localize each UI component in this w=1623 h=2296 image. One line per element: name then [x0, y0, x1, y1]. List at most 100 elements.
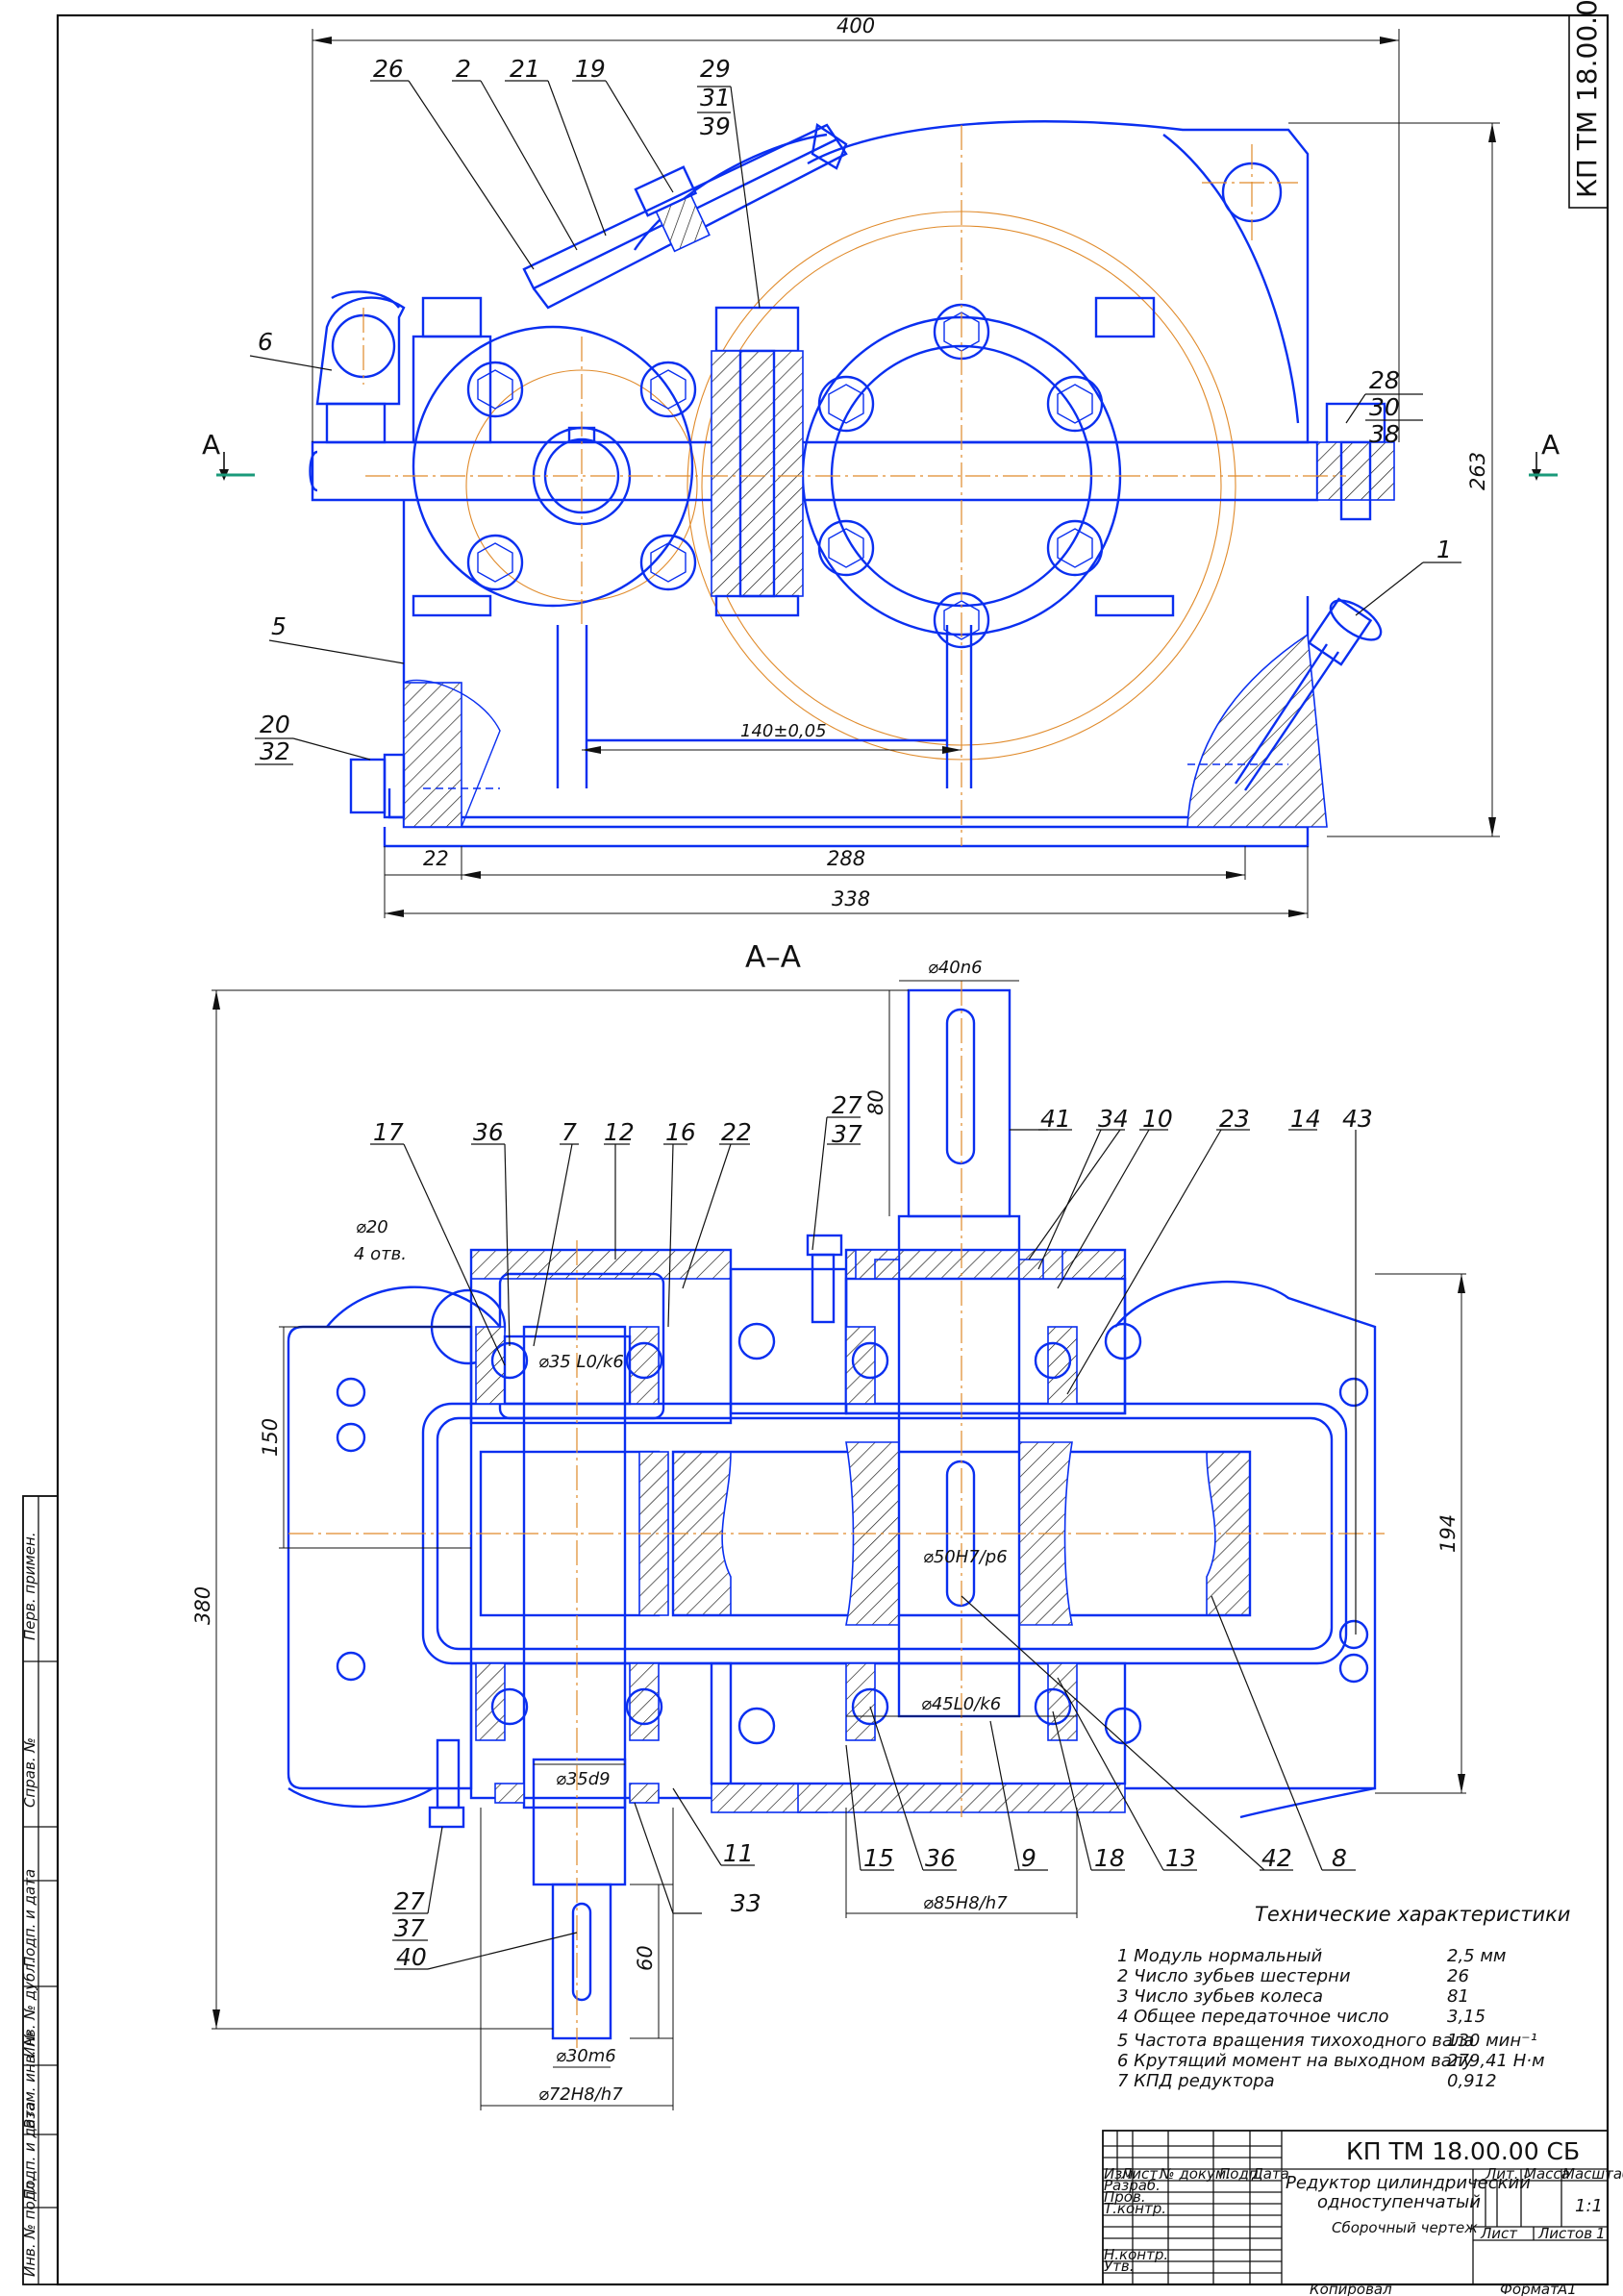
title-format: Формат [1500, 2281, 1560, 2296]
callout-43: 43 [1342, 1105, 1373, 1133]
section-title: A–A [745, 940, 801, 975]
side-strip-2: Справ. № [21, 1737, 38, 1808]
callout-9: 9 [1021, 1844, 1036, 1872]
callout-37-top: 37 [832, 1120, 862, 1148]
tech-row-7-value: 0,912 [1447, 2071, 1497, 2091]
tech-title: Технические характеристики [1255, 1903, 1570, 1926]
callout-18: 18 [1094, 1844, 1125, 1872]
tech-row-1-value: 2,5 мм [1447, 1946, 1507, 1966]
front-view [309, 120, 1395, 848]
callout-38: 38 [1369, 420, 1400, 448]
tech-row-2-value: 26 [1447, 1966, 1469, 1986]
callout-33: 33 [731, 1889, 762, 1917]
dim-phi35d9: ⌀35d9 [556, 1769, 611, 1789]
callout-36-top: 36 [473, 1118, 504, 1146]
callout-29: 29 [700, 55, 731, 83]
dim-phi72: ⌀72H8/h7 [538, 2084, 623, 2105]
callout-31: 31 [700, 84, 731, 112]
section-view-dimensions [212, 980, 1466, 2110]
section-mark-right: A [1541, 429, 1560, 461]
dim-phi20: ⌀20 [356, 1217, 388, 1237]
callout-39: 39 [700, 112, 731, 140]
tech-row-3-value: 81 [1447, 1986, 1469, 2007]
dim-phi30: ⌀30m6 [556, 2046, 616, 2066]
front-view-leaders [249, 80, 1461, 765]
dim-phi35: ⌀35 L0/k6 [538, 1352, 624, 1372]
callout-5: 5 [271, 612, 287, 640]
tech-row-2-label: 2 Число зубьев шестерни [1117, 1966, 1351, 1986]
title-sheets-value: 1 [1596, 2225, 1606, 2242]
title-row-prov: Пров. [1104, 2188, 1146, 2206]
callout-6: 6 [258, 328, 273, 356]
title-col-podp: Подп. [1219, 2165, 1262, 2183]
side-strip-5: Взам. инв. № [21, 2031, 38, 2129]
callout-32: 32 [260, 737, 290, 765]
section-mark-left: A [202, 429, 220, 461]
title-scale-value: 1:1 [1575, 2196, 1603, 2216]
callout-40: 40 [396, 1943, 427, 1971]
callout-36-bottom: 36 [925, 1844, 956, 1872]
callout-28: 28 [1369, 366, 1400, 394]
tech-row-7-label: 7 КПД редуктора [1117, 2071, 1275, 2091]
callout-27-top: 27 [832, 1091, 862, 1119]
tech-row-6-value: 279,41 Н·м [1447, 2051, 1545, 2071]
dim-height: 263 [1466, 452, 1489, 490]
callout-13: 13 [1165, 1844, 1196, 1872]
tech-row-5-value: 130 мин⁻¹ [1447, 2031, 1537, 2051]
dim-overall-width: 400 [836, 14, 875, 37]
side-strip [22, 1495, 59, 2285]
title-copied: Копировал [1310, 2281, 1392, 2296]
side-strip-6: Подп. и дата [21, 2102, 38, 2200]
callout-34: 34 [1098, 1105, 1129, 1133]
callout-1: 1 [1436, 536, 1452, 563]
callout-19: 19 [575, 55, 606, 83]
title-scale: Масштаб [1562, 2165, 1623, 2183]
callout-22: 22 [721, 1118, 752, 1146]
callout-8: 8 [1332, 1844, 1347, 1872]
title-col-data: Дата [1251, 2165, 1289, 2183]
dim-194: 194 [1436, 1514, 1460, 1553]
title-name-line2: одноступенчатый [1317, 2192, 1481, 2212]
side-strip-4: Инв. № дубл. [21, 1959, 38, 2058]
callout-20: 20 [260, 711, 290, 738]
title-doc-type: Сборочный чертеж [1332, 2219, 1478, 2236]
dim-phi45: ⌀45L0/k6 [921, 1694, 1001, 1714]
dim-60: 60 [634, 1945, 657, 1971]
dim-80: 80 [864, 1089, 887, 1115]
tech-row-6-label: 6 Крутящий момент на выходном валу [1117, 2051, 1473, 2071]
corner-stamp: КП ТМ 18.00.00 СБ [1571, 0, 1603, 198]
title-format-value: A1 [1557, 2281, 1577, 2296]
dim-380: 380 [191, 1586, 214, 1625]
callout-30: 30 [1369, 393, 1400, 421]
title-col-list: Лист [1120, 2165, 1159, 2183]
title-lit: Лит. [1485, 2165, 1519, 2183]
tech-row-1-label: 1 Модуль нормальный [1117, 1946, 1323, 1966]
callout-2: 2 [456, 55, 471, 83]
title-col-izm: Изм [1104, 2165, 1134, 2183]
dim-288: 288 [827, 847, 865, 870]
dim-phi50: ⌀50H7/p6 [923, 1547, 1008, 1567]
side-strip-7: Инв. № подл. [21, 2178, 38, 2277]
callout-7: 7 [562, 1118, 577, 1146]
dim-338: 338 [832, 887, 870, 911]
dim-phi85: ⌀85H8/h7 [923, 1893, 1008, 1913]
dim-holes: 4 отв. [354, 1244, 407, 1264]
callout-23: 23 [1219, 1105, 1250, 1133]
sheet-frame [56, 13, 1610, 2286]
title-row-nkontr: Н.контр. [1104, 2246, 1168, 2263]
callout-41: 41 [1040, 1105, 1071, 1133]
callout-12: 12 [604, 1118, 635, 1146]
callout-11: 11 [723, 1839, 754, 1867]
callout-14: 14 [1290, 1105, 1321, 1133]
dim-center-distance: 140±0,05 [740, 721, 827, 741]
callout-10: 10 [1142, 1105, 1173, 1133]
section-view-leaders [370, 1116, 1357, 1970]
title-designation: КП ТМ 18.00.00 СБ [1346, 2137, 1580, 2165]
title-row-utv: Утв. [1104, 2258, 1135, 2275]
callout-37-bottom: 37 [394, 1914, 425, 1942]
side-strip-3: Подп. и дата [21, 1869, 38, 1967]
dim-150: 150 [259, 1418, 282, 1457]
section-view [287, 981, 1385, 2048]
callout-17: 17 [373, 1118, 404, 1146]
